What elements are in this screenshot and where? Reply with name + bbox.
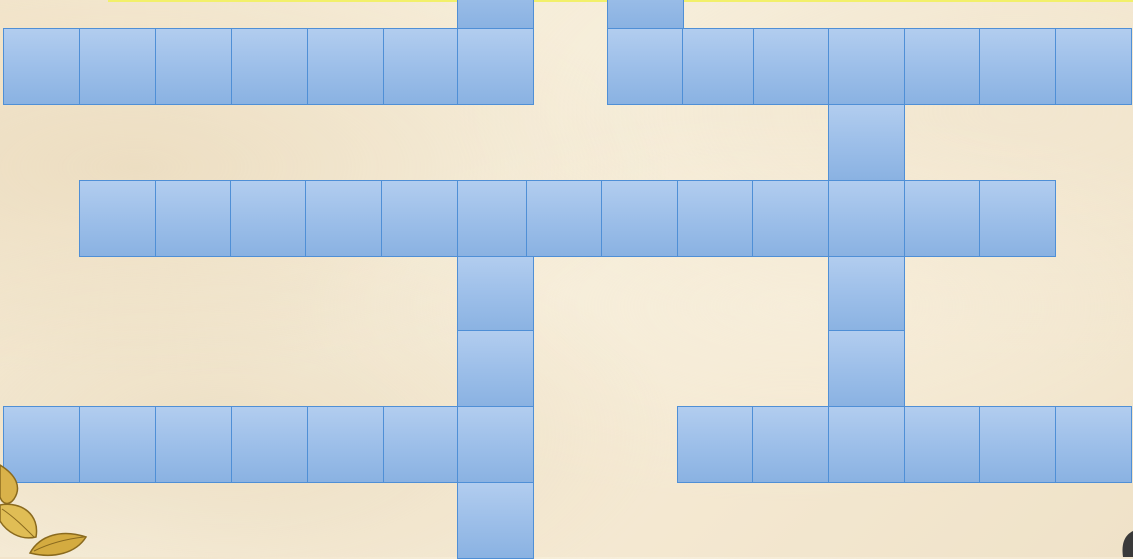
crossword-cell[interactable] <box>457 0 534 29</box>
crossword-cell[interactable] <box>904 180 981 257</box>
crossword-cell[interactable] <box>79 406 156 483</box>
crossword-cell[interactable] <box>457 28 534 105</box>
crossword-cell[interactable] <box>383 28 460 105</box>
crossword-cell[interactable] <box>155 28 232 105</box>
golden-leaf-decoration <box>0 457 90 557</box>
crossword-cell[interactable] <box>677 180 754 257</box>
crossword-cell[interactable] <box>979 28 1056 105</box>
crossword-cell[interactable] <box>79 28 156 105</box>
crossword-cell[interactable] <box>1055 28 1132 105</box>
crossword-cell[interactable] <box>752 180 829 257</box>
crossword-cell[interactable] <box>752 406 829 483</box>
crossword-cell[interactable] <box>828 28 905 105</box>
crossword-cell[interactable] <box>305 180 382 257</box>
crossword-cell[interactable] <box>79 180 156 257</box>
crossword-cell[interactable] <box>904 406 981 483</box>
crossword-cell[interactable] <box>457 406 534 483</box>
crossword-cell[interactable] <box>307 28 384 105</box>
crossword-cell[interactable] <box>3 28 80 105</box>
corner-ornament <box>1119 531 1133 557</box>
crossword-cell[interactable] <box>155 406 232 483</box>
crossword-cell[interactable] <box>607 28 684 105</box>
crossword-cell[interactable] <box>828 104 905 181</box>
crossword-cell[interactable] <box>231 406 308 483</box>
crossword-cell[interactable] <box>457 256 534 333</box>
crossword-cell[interactable] <box>155 180 232 257</box>
crossword-cell[interactable] <box>457 180 534 257</box>
crossword-cell[interactable] <box>457 482 534 559</box>
crossword-cell[interactable] <box>526 180 603 257</box>
crossword-cell[interactable] <box>979 406 1056 483</box>
crossword-cell[interactable] <box>607 0 684 29</box>
crossword-cell[interactable] <box>230 180 307 257</box>
crossword-cell[interactable] <box>383 406 460 483</box>
crossword-cell[interactable] <box>231 28 308 105</box>
crossword-cell[interactable] <box>904 28 981 105</box>
crossword-cell[interactable] <box>828 406 905 483</box>
crossword-cell[interactable] <box>1055 406 1132 483</box>
crossword-cell[interactable] <box>677 406 754 483</box>
crossword-cell[interactable] <box>828 256 905 333</box>
crossword-cell[interactable] <box>828 330 905 407</box>
crossword-cell[interactable] <box>307 406 384 483</box>
crossword-cell[interactable] <box>601 180 678 257</box>
crossword-cell[interactable] <box>753 28 830 105</box>
crossword-cell[interactable] <box>381 180 458 257</box>
crossword-cell[interactable] <box>979 180 1056 257</box>
crossword-cell[interactable] <box>682 28 759 105</box>
crossword-cell[interactable] <box>457 330 534 407</box>
crossword-cell[interactable] <box>828 180 905 257</box>
